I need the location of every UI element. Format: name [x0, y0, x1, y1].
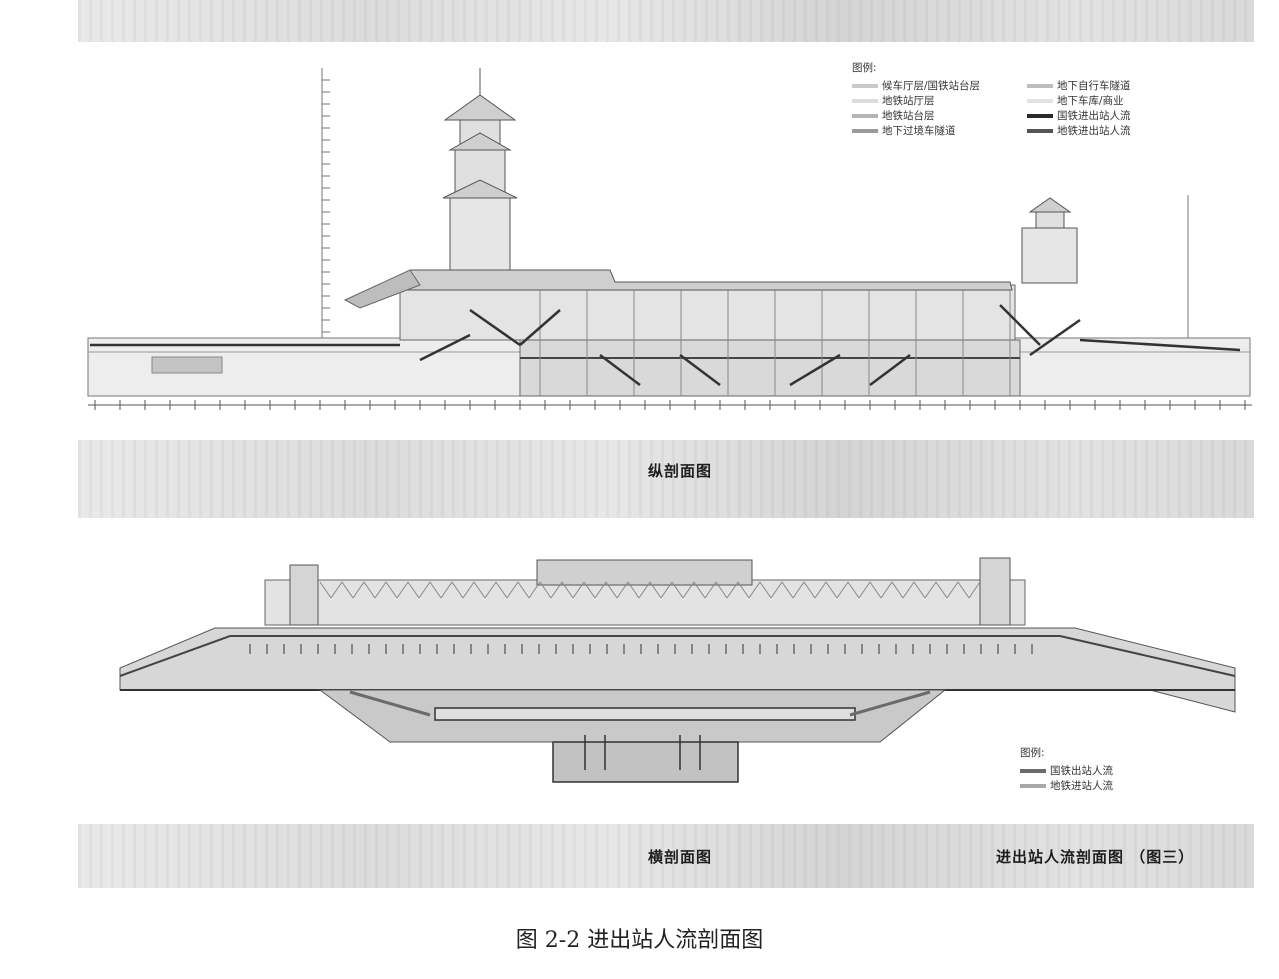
legend-item: 国铁进出站人流: [1027, 108, 1202, 123]
side-caption: 进出站人流剖面图 （图三）: [996, 848, 1195, 866]
legend-swatch: [852, 83, 878, 88]
legend-label: 候车厅层/国铁站台层: [882, 80, 981, 92]
legend-title: 图例:: [1020, 747, 1045, 759]
legend-label: 国铁进出站人流: [1057, 110, 1131, 122]
legend-label: 地下车库/商业: [1057, 95, 1124, 107]
legend-swatch: [852, 113, 878, 118]
legend-item: 地下过境车隧道: [852, 123, 1027, 138]
cross-caption: 横剖面图: [648, 848, 713, 866]
legend-swatch: [1027, 83, 1053, 88]
legend-right-column: 地下自行车隧道地下车库/商业国铁进出站人流地铁进出站人流: [1027, 78, 1202, 138]
legend-item: 地铁进出站人流: [1027, 123, 1202, 138]
legend-swatch: [1020, 768, 1046, 773]
legend-item: 地下自行车隧道: [1027, 78, 1202, 93]
legend-label: 地铁进出站人流: [1057, 125, 1131, 137]
legend-item: 地下车库/商业: [1027, 93, 1202, 108]
legend-longitudinal: 图例: 候车厅层/国铁站台层地铁站厅层地铁站台层地下过境车隧道 地下自行车隧道地…: [852, 60, 1212, 138]
longitudinal-caption: 纵剖面图: [648, 462, 713, 480]
legend-cross: 图例: 国铁出站人流地铁进站人流: [1020, 745, 1180, 793]
legend-label: 地铁站厅层: [882, 95, 935, 107]
legend-item: 候车厅层/国铁站台层: [852, 78, 1027, 93]
longitudinal-section: [87, 68, 1252, 410]
legend-label: 地铁进站人流: [1050, 780, 1113, 792]
scan-band-bottom: [78, 824, 1254, 888]
legend-item: 地铁站台层: [852, 108, 1027, 123]
scan-band-middle: [78, 440, 1254, 518]
legend-swatch: [1027, 113, 1053, 118]
figure-caption: 图 2-2 进出站人流剖面图: [515, 928, 764, 953]
cross-section: [119, 557, 1236, 783]
legend-item: 国铁出站人流: [1020, 763, 1180, 778]
legend-swatch: [852, 98, 878, 103]
legend-label: 地下过境车隧道: [882, 125, 956, 137]
legend-swatch: [1020, 783, 1046, 788]
legend-item: 地铁进站人流: [1020, 778, 1180, 793]
legend-swatch: [852, 128, 878, 133]
legend-label: 地下自行车隧道: [1057, 80, 1131, 92]
legend-label: 国铁出站人流: [1050, 765, 1113, 777]
legend-label: 地铁站台层: [882, 110, 935, 122]
legend-title: 图例:: [852, 62, 877, 74]
scan-band-top: [78, 0, 1254, 42]
legend-swatch: [1027, 128, 1053, 133]
legend-items: 国铁出站人流地铁进站人流: [1020, 763, 1180, 793]
legend-swatch: [1027, 98, 1053, 103]
legend-left-column: 候车厅层/国铁站台层地铁站厅层地铁站台层地下过境车隧道: [852, 78, 1027, 138]
legend-item: 地铁站厅层: [852, 93, 1027, 108]
